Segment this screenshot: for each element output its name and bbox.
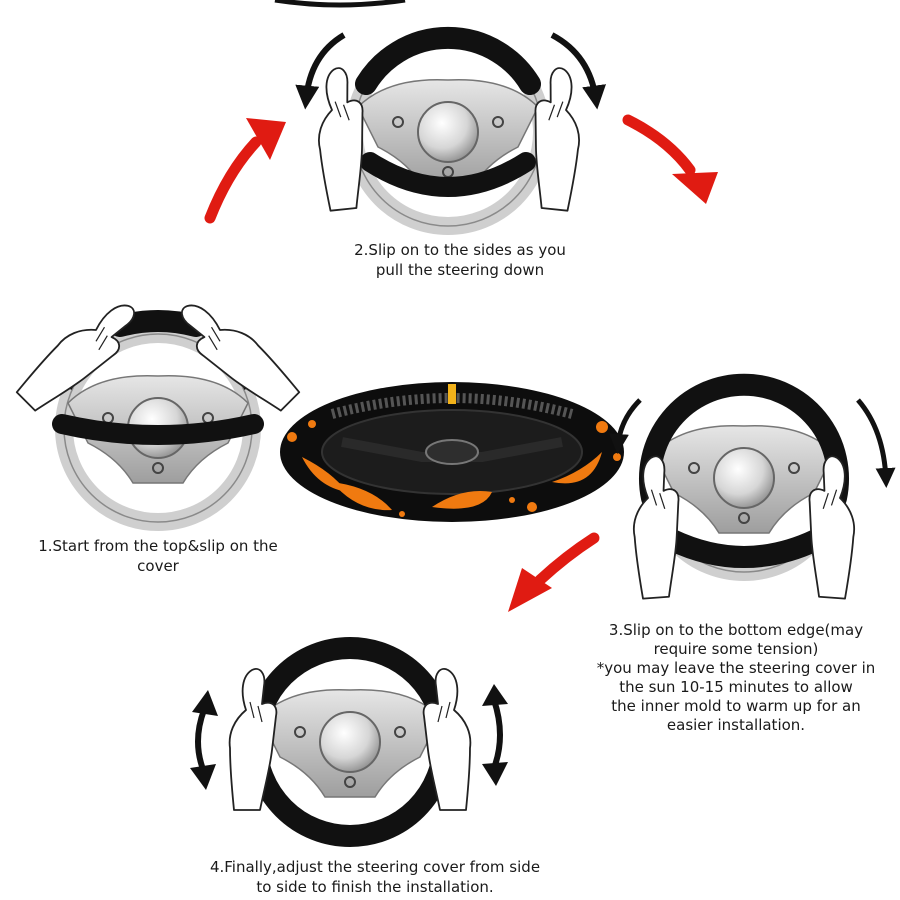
step1-caption: 1.Start from the top&slip on the cover — [8, 536, 308, 576]
step2-caption-line2: pull the steering down — [375, 261, 545, 279]
step3-caption-line2: require some tension) — [653, 640, 819, 658]
step2-wheel-icon — [354, 27, 542, 226]
red-arrow-from-step2-icon — [622, 114, 718, 204]
step3-caption: 3.Slip on to the bottom edge(may require… — [576, 621, 896, 735]
step4-wheel-icon — [245, 637, 455, 847]
step3-left-curved-arrow-icon — [608, 398, 642, 454]
step3-caption-line6: easier installation. — [666, 716, 806, 734]
step3-right-curved-arrow-icon — [856, 398, 896, 488]
step4-caption-line1: 4.Finally,adjust the steering cover from… — [209, 858, 541, 876]
step3-wheel-icon — [639, 373, 849, 572]
step2-caption: 2.Slip on to the sides as you pull the s… — [300, 240, 620, 280]
step1-illustration — [12, 288, 304, 522]
top-edge-fragment — [274, 0, 406, 8]
step4-caption: 4.Finally,adjust the steering cover from… — [160, 857, 590, 897]
step4-left-double-arrow-icon — [190, 690, 218, 790]
step3-caption-line4: the sun 10-15 minutes to allow — [619, 678, 853, 696]
step4-illustration — [190, 637, 508, 847]
step2-illustration — [295, 27, 606, 226]
step3-illustration — [608, 373, 896, 600]
step3-caption-line5: the inner mold to warm up for an — [611, 697, 861, 715]
red-arrow-to-step2-icon — [204, 118, 286, 224]
step3-caption-line3: *you may leave the steering cover in — [596, 659, 876, 677]
step2-left-curved-arrow-icon — [295, 32, 346, 110]
product-steering-cover-image — [280, 382, 624, 522]
step2-right-curved-arrow-icon — [550, 32, 606, 110]
step1-caption-line1: 1.Start from the top&slip on the — [38, 537, 278, 555]
step3-caption-line1: 3.Slip on to the bottom edge(may — [608, 621, 864, 639]
step4-caption-line2: to side to finish the installation. — [256, 878, 494, 896]
step2-caption-line1: 2.Slip on to the sides as you — [354, 241, 566, 259]
red-arrow-to-step4-icon — [508, 532, 600, 612]
step4-right-double-arrow-icon — [482, 684, 508, 786]
step1-caption-line2: cover — [137, 557, 179, 575]
